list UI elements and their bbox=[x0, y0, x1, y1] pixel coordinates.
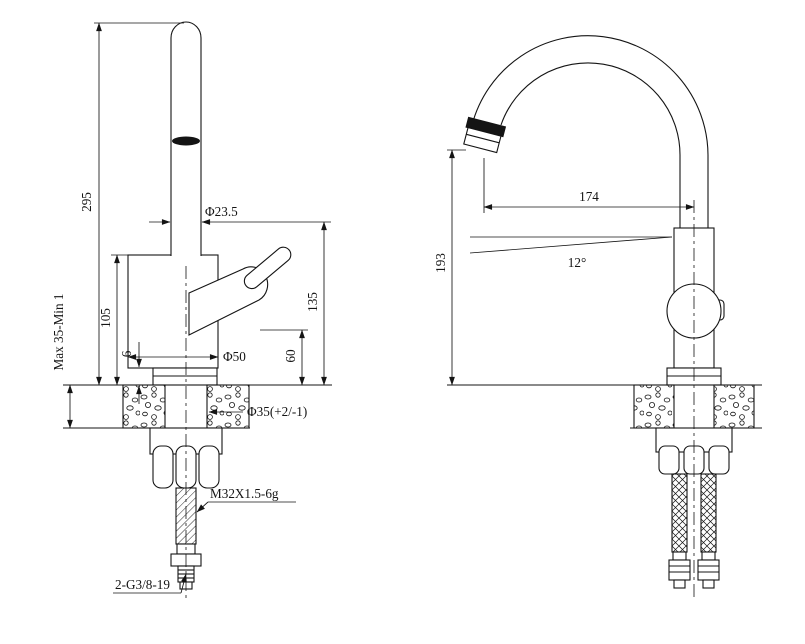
aerator-mark bbox=[172, 136, 200, 146]
dim-base-gap-label: 6 bbox=[119, 350, 134, 357]
spout-outlet bbox=[463, 116, 507, 154]
dim-hose-thread-label: 2-G3/8-19 bbox=[115, 577, 170, 592]
side-dimension-labels: 174 193 12° bbox=[433, 189, 599, 273]
dim-mount-thickness-label: Max 35-Min 1 bbox=[51, 294, 66, 371]
dim-reach-label: 174 bbox=[579, 189, 599, 204]
dim-spout-dia-label: Φ23.5 bbox=[205, 204, 238, 219]
supply-hose-right bbox=[700, 473, 717, 553]
gooseneck-spout-inner bbox=[500, 62, 681, 228]
gooseneck-spout-outer bbox=[471, 35, 709, 228]
dim-body-dia-label: Φ50 bbox=[223, 349, 246, 364]
leader-shank-thread bbox=[196, 501, 209, 513]
dim-body-height-label: 105 bbox=[98, 308, 113, 328]
dim-shank-thread-label: M32X1.5-6g bbox=[210, 486, 279, 501]
side-view bbox=[447, 35, 762, 600]
front-dimensions bbox=[67, 22, 331, 594]
front-dimension-labels: 295 Max 35-Min 1 105 6 Φ23.5 135 60 Φ50 … bbox=[51, 192, 320, 592]
dim-hole-dia-label: Φ35(+2/-1) bbox=[247, 404, 307, 419]
handle-lever bbox=[243, 246, 292, 290]
front-view bbox=[63, 21, 332, 600]
angle-tilt-line bbox=[469, 236, 673, 254]
countertop-section-left-side bbox=[633, 384, 675, 429]
hose-nut-left bbox=[668, 559, 691, 581]
dim-outlet-height-label: 193 bbox=[433, 253, 448, 273]
countertop-section-right-side bbox=[713, 384, 755, 429]
countertop-section-left bbox=[122, 384, 166, 429]
dim-swivel-angle-label: 12° bbox=[568, 255, 586, 270]
supply-hose-left bbox=[671, 473, 688, 553]
dim-pivot-height-label: 60 bbox=[283, 349, 298, 363]
side-dimensions bbox=[447, 149, 695, 386]
hose-nut-right bbox=[697, 559, 720, 581]
leader-hose-thread bbox=[180, 573, 187, 594]
countertop-section-right bbox=[206, 384, 250, 429]
dim-handle-height-label: 135 bbox=[305, 292, 320, 312]
dim-overall-height-label: 295 bbox=[79, 192, 94, 212]
